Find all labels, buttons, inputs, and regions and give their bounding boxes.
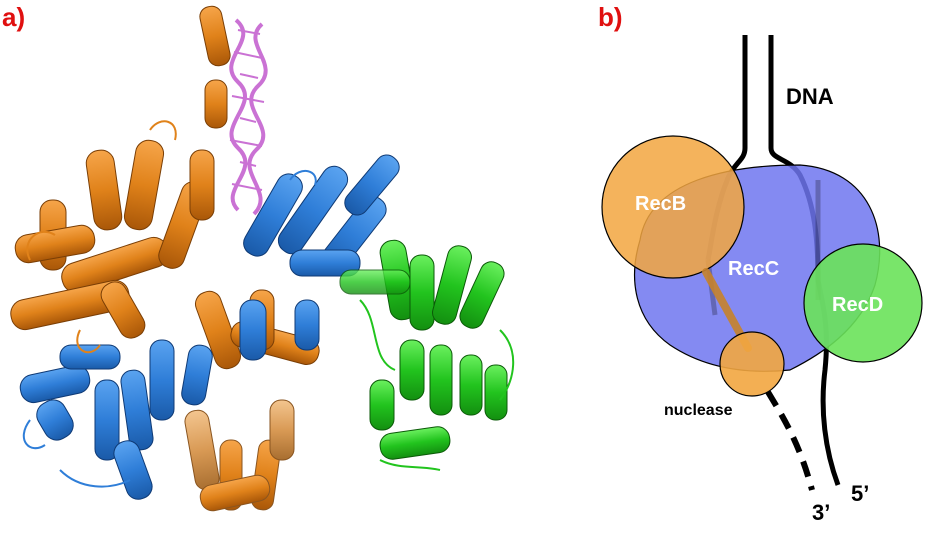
structure-loops (22, 120, 317, 488)
nuclease-domain (719, 331, 785, 397)
recc-domain (19, 154, 400, 500)
recd-domain (339, 239, 515, 471)
dna-3prime-strand (765, 390, 815, 491)
panel-a-label: a) (2, 2, 26, 32)
nuclease-label: nuclease (664, 402, 733, 419)
recd-label: RecD (832, 294, 883, 316)
recc-label: RecC (728, 258, 779, 280)
three-prime-end-label: 3’ (812, 500, 830, 525)
dna-helix (229, 18, 268, 216)
crystal-structure-illustration (10, 5, 515, 512)
recb-subunit (601, 135, 745, 279)
recb-lower-lobe (184, 399, 295, 512)
recbcd-schematic: DNA RecB RecC RecD nuclease 3’ 5’ (601, 35, 923, 525)
five-prime-end-label: 5’ (851, 481, 869, 506)
recb-label: RecB (635, 193, 686, 215)
dna-label: DNA (786, 84, 834, 109)
panel-b-label: b) (598, 2, 623, 32)
recd-subunit (803, 243, 923, 363)
